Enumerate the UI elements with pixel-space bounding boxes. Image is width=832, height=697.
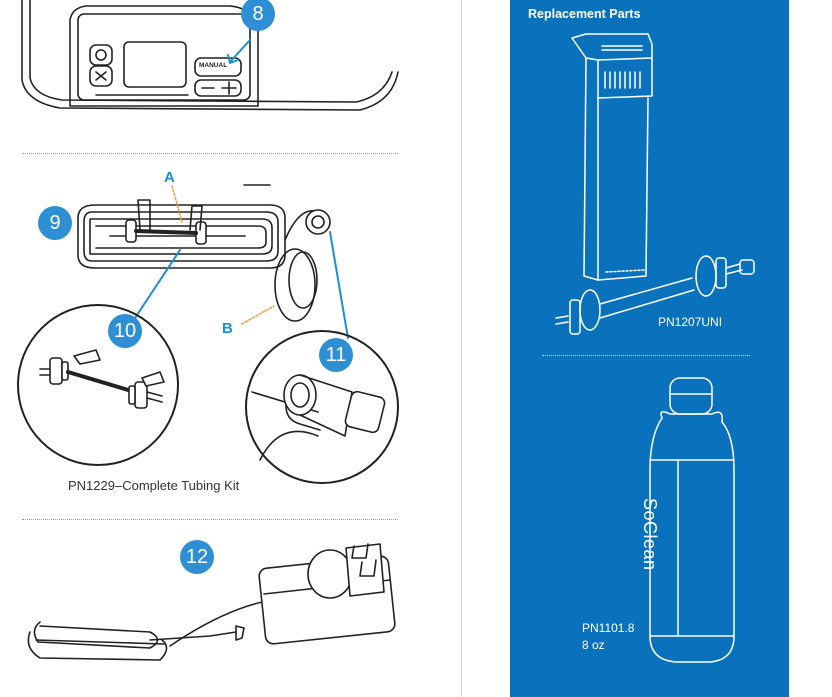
tubing-coil-illustration (77, 184, 331, 322)
step-8-badge: 8 (241, 0, 275, 31)
label-a: A (164, 169, 175, 186)
replacement-parts-title: Replacement Parts (528, 7, 641, 21)
solution-bottle-illustration (649, 377, 735, 663)
step-11-badge: 11 (319, 338, 353, 372)
separator-1 (22, 153, 398, 154)
check-valve-illustration (555, 255, 755, 335)
detail-circle-11 (245, 330, 399, 484)
step-12-badge: 12 (180, 540, 214, 574)
column-divider (461, 0, 462, 697)
detail-circle-10 (17, 304, 179, 466)
bottle-brand-label: SoClean (640, 498, 660, 571)
solution-size: 8 oz (582, 638, 605, 652)
filter-part-number: PN1207UNI (658, 315, 723, 329)
solution-part-number: PN1101.8 (582, 621, 635, 635)
device-top-illustration (21, 0, 399, 111)
power-adapter-illustration (27, 543, 396, 661)
step-9-badge: 9 (38, 206, 72, 240)
separator-2 (22, 519, 398, 520)
label-b: B (222, 320, 233, 337)
tubing-kit-caption: PN1229–Complete Tubing Kit (68, 478, 240, 493)
replacement-illustrations (555, 33, 755, 663)
manual-button-label: MANUAL (199, 62, 228, 69)
step-10-badge: 10 (108, 314, 142, 348)
panel-separator (542, 355, 750, 356)
replacement-parts-panel: Replacement Parts (510, 0, 789, 697)
filter-cartridge-illustration (571, 33, 653, 281)
